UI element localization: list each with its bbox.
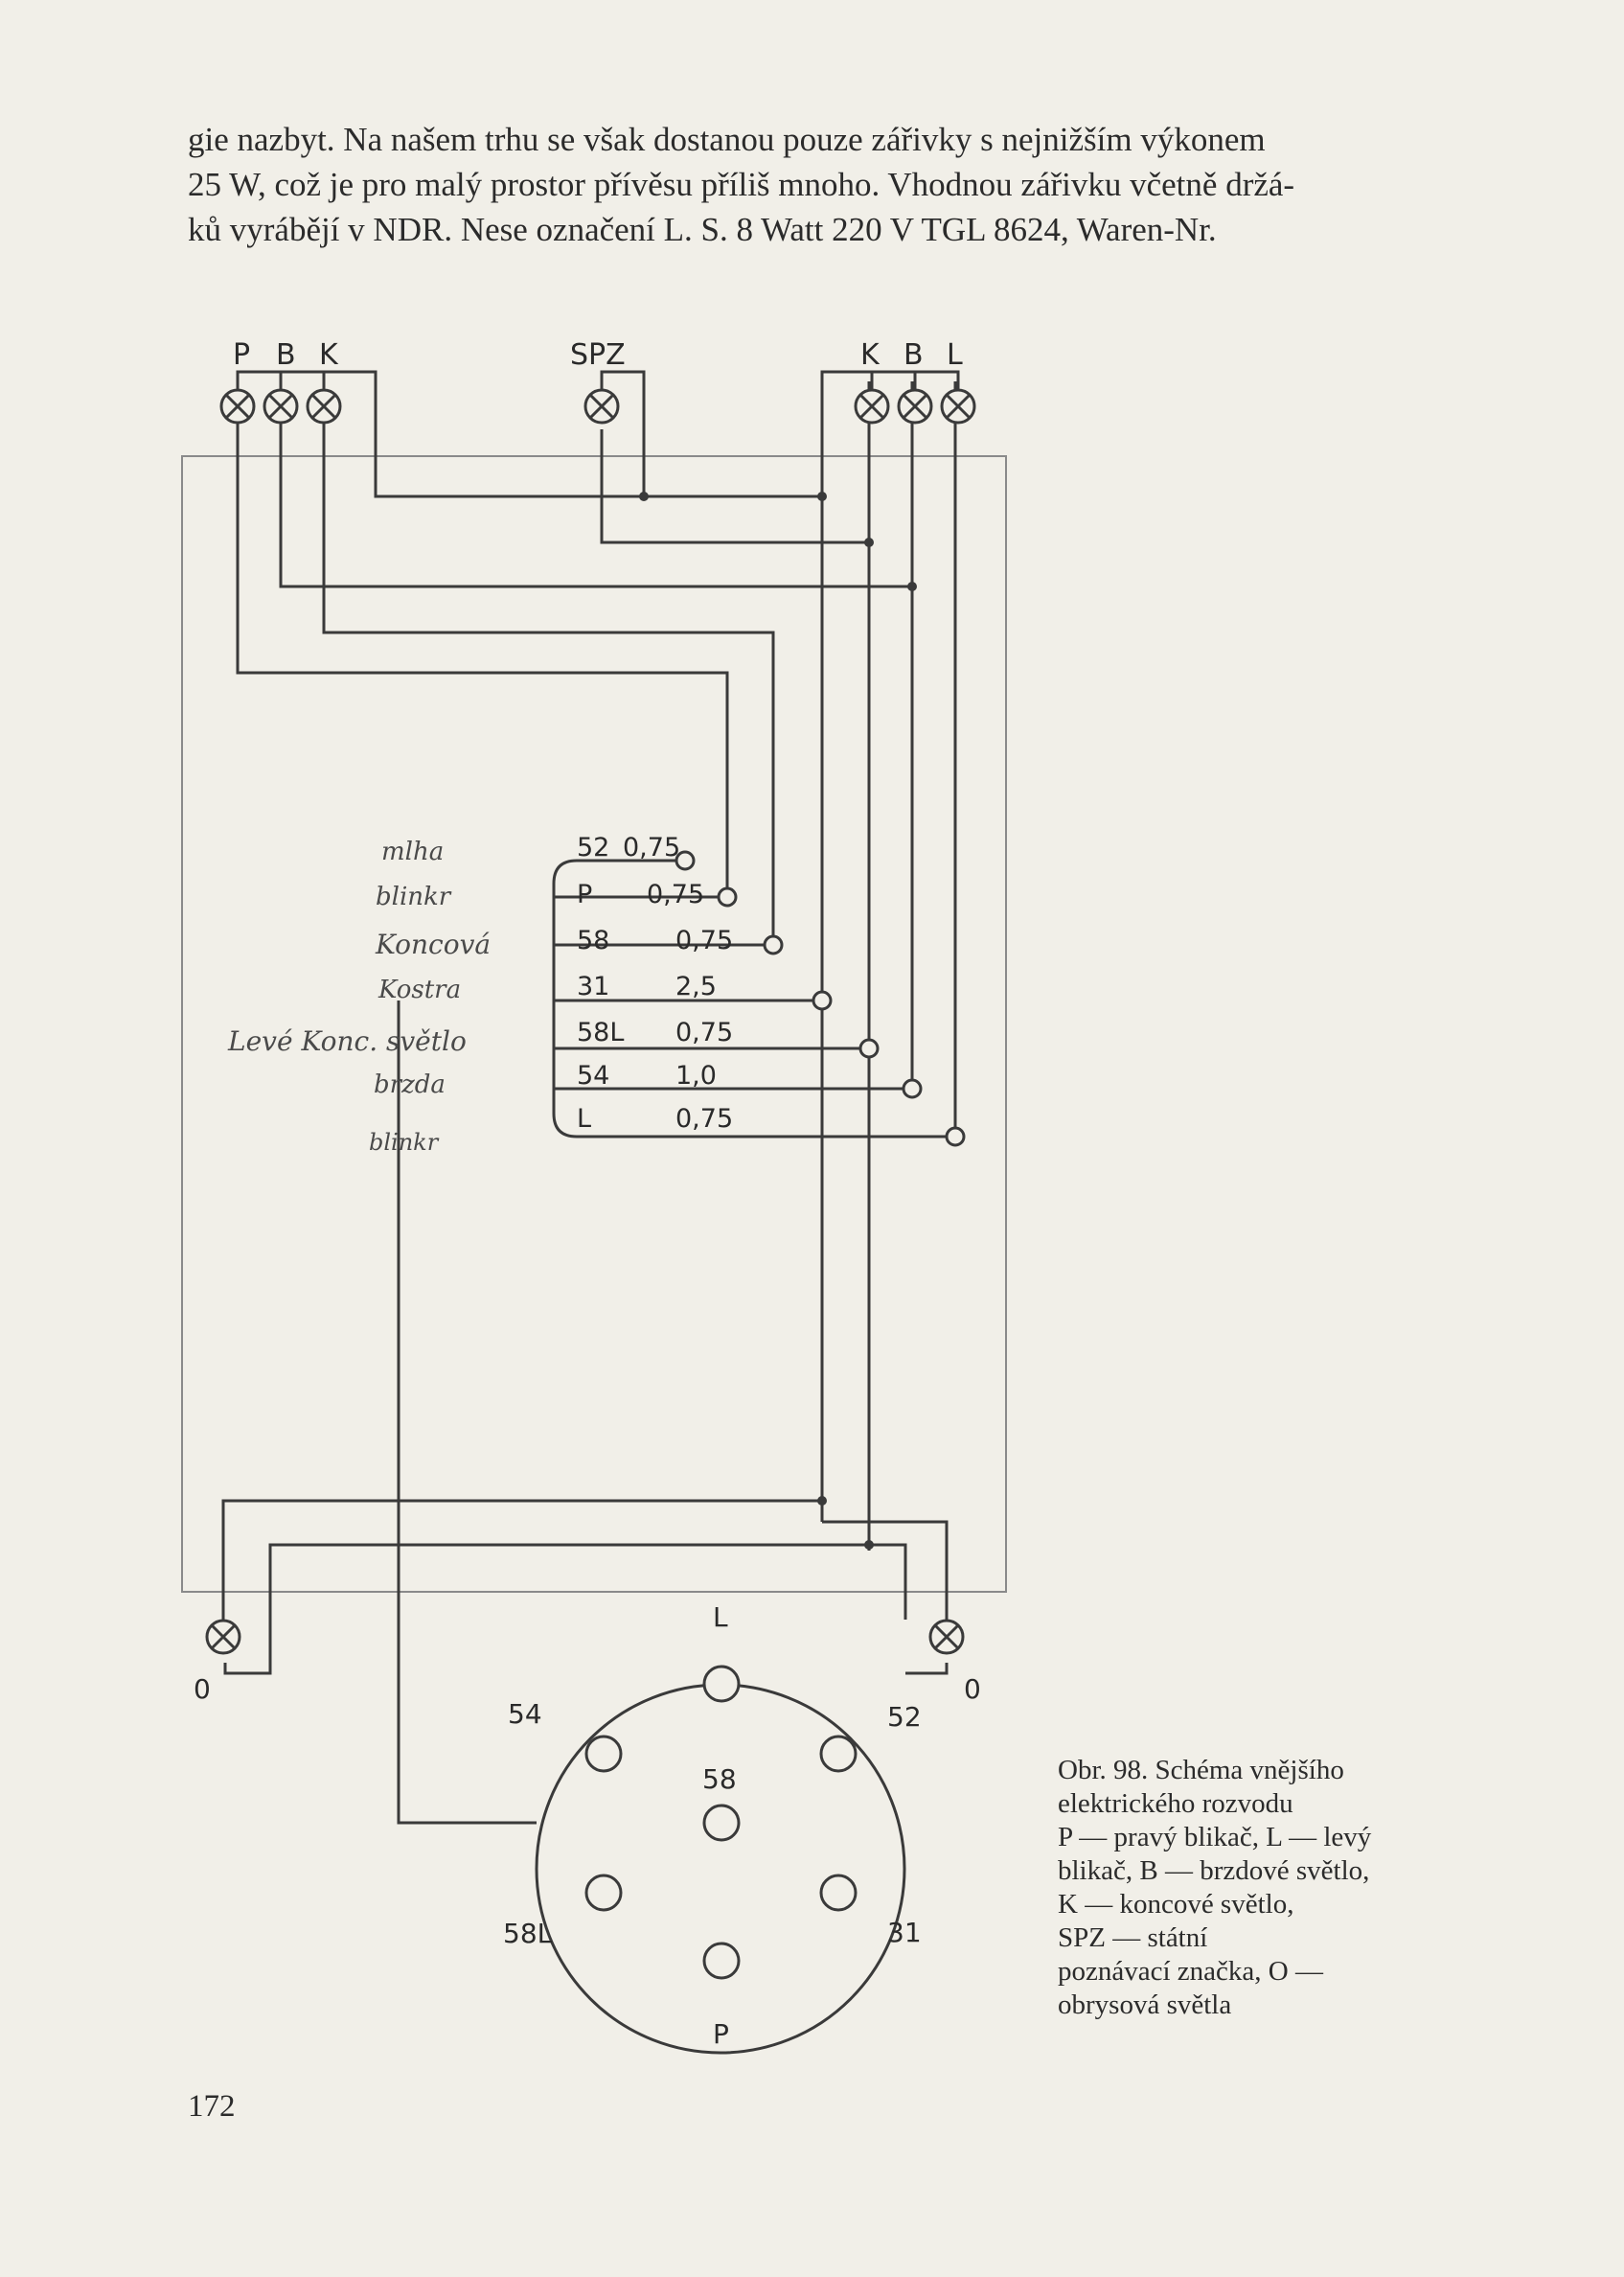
wire-gauge: 0,75 [675, 1104, 733, 1134]
caption-line: SPZ — státní [1058, 1922, 1208, 1953]
terminal-id: P [577, 880, 592, 909]
lamp-icon [583, 388, 620, 425]
caption-line: K — koncové světlo, [1058, 1889, 1294, 1920]
wire-gauge: 0,75 [675, 1018, 733, 1047]
handwritten-note: brzda [374, 1070, 446, 1099]
trailer-outline [181, 455, 1007, 1593]
caption-line: elektrického rozvodu [1058, 1788, 1293, 1819]
lamp-label-b: B [903, 338, 924, 372]
figure-caption: Obr. 98. Schéma vnějšího elektrického ro… [1058, 1754, 1518, 2022]
socket-pin-label: 58 [702, 1763, 737, 1795]
junction-dot [864, 1540, 874, 1550]
wire-gauge: 0,75 [647, 880, 704, 909]
page-number: 172 [188, 2089, 236, 2124]
handwritten-note: mlha [381, 838, 444, 866]
lamp-label-k: K [319, 338, 339, 372]
lamp-icon [306, 388, 342, 425]
wire [822, 1520, 949, 1620]
wire-gauge: 2,5 [675, 972, 717, 1001]
wire [279, 381, 914, 1089]
terminal-id: 54 [577, 1061, 609, 1091]
terminal-l [945, 1126, 966, 1147]
socket-pin-54 [584, 1735, 623, 1773]
terminal-id: 52 [577, 833, 609, 862]
wire-gauge: 0,75 [675, 926, 733, 955]
lamp-label-p: P [233, 338, 250, 372]
handwritten-note: Kostra [377, 976, 461, 1004]
terminal-31 [812, 990, 833, 1011]
wire [221, 1499, 824, 1620]
spz-label: SPZ [570, 338, 626, 372]
socket-pin-31 [819, 1874, 858, 1912]
wire [322, 381, 775, 945]
wire [397, 1000, 537, 1825]
socket-pin-label: 52 [887, 1701, 922, 1733]
lamp-icon [940, 388, 976, 425]
handwritten-note: Levé Konc. světlo [227, 1025, 467, 1057]
paragraph-line: 25 W, což je pro malý prostor přívěsu př… [188, 166, 1295, 203]
outline-lamp-label: 0 [194, 1673, 211, 1705]
outline-lamp-label: 0 [964, 1673, 981, 1705]
wire [324, 370, 822, 498]
paragraph-line: ků vyrábějí v NDR. Nese označení L. S. 8… [188, 211, 1217, 248]
socket-pin-l [702, 1665, 741, 1703]
terminal-58l [858, 1038, 880, 1059]
socket-pin-label: 58L [503, 1918, 553, 1949]
handwritten-note: Koncová [375, 929, 491, 960]
terminal-id: 58L [577, 1018, 624, 1047]
terminal-id: L [577, 1104, 591, 1134]
lamp-icon [928, 1619, 965, 1655]
body-paragraph: gie nazbyt. Na našem trhu se však dostan… [188, 117, 1567, 252]
socket-pin-label: 31 [887, 1917, 922, 1948]
wire [820, 370, 872, 1522]
lamp-icon [205, 1619, 241, 1655]
junction-dot [639, 492, 649, 501]
junction-dot [817, 492, 827, 501]
socket-pin-label: 54 [508, 1698, 542, 1730]
terminal-p [717, 886, 738, 908]
lamp-icon [854, 388, 890, 425]
junction-dot [907, 582, 917, 591]
socket-pin-58 [702, 1804, 741, 1842]
caption-line: blikač, B — brzdové světlo, [1058, 1855, 1370, 1886]
caption-line: P — pravý blikač, L — levý [1058, 1822, 1372, 1852]
paragraph-line: gie nazbyt. Na našem trhu se však dostan… [188, 121, 1266, 158]
lamp-icon [219, 388, 256, 425]
terminal-id: 58 [577, 926, 609, 955]
terminal-loop [552, 859, 955, 1138]
handwritten-note: blinkr [376, 883, 452, 911]
terminal-58 [763, 934, 784, 955]
caption-line: obrysová světla [1058, 1990, 1232, 2020]
caption-line: poznávací značka, O — [1058, 1956, 1323, 1987]
wire [236, 381, 729, 897]
handwritten-note: blinkr [369, 1129, 440, 1156]
lamp-icon [897, 388, 933, 425]
wire-gauge: 1,0 [675, 1061, 717, 1091]
terminal-id: 31 [577, 972, 609, 1001]
lamp-label-l: L [947, 338, 963, 372]
terminal-52 [675, 850, 696, 871]
socket-pin-label: L [713, 1601, 728, 1633]
socket-pin-p [702, 1942, 741, 1980]
wire [600, 429, 869, 544]
socket-pin-58l [584, 1874, 623, 1912]
socket-pin-52 [819, 1735, 858, 1773]
socket-pin-label: P [713, 2018, 729, 2050]
wire-gauge: 0,75 [623, 833, 680, 862]
junction-dot [817, 1496, 827, 1506]
wire [223, 1543, 907, 1675]
junction-dot [864, 538, 874, 547]
wire [905, 1663, 949, 1675]
lamp-icon [263, 388, 299, 425]
lamp-label-b: B [276, 338, 296, 372]
lamp-label-k: K [860, 338, 881, 372]
caption-line: Obr. 98. Schéma vnějšího [1058, 1755, 1344, 1785]
terminal-54 [902, 1078, 923, 1099]
